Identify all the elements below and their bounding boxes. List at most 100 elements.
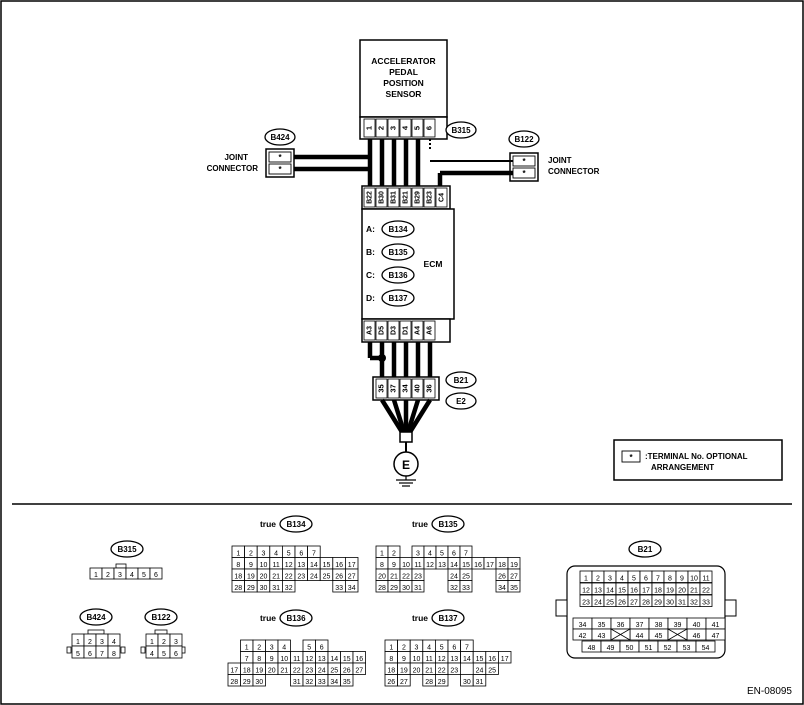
pin-number: 10 (690, 576, 698, 583)
pin-number: 44 (636, 633, 644, 640)
pin-number: 10 (402, 562, 410, 569)
ground-pin-label: 36 (424, 384, 433, 392)
pin-number: 24 (318, 668, 326, 675)
pin-number: 9 (680, 576, 684, 583)
sensor-pin-label: 1 (364, 126, 373, 130)
pin-number: 1 (245, 645, 249, 652)
pin-number: 32 (690, 600, 698, 607)
ecm-top-pin-cell (363, 187, 376, 208)
pin-number: 6 (452, 551, 456, 558)
pin-cell (705, 628, 726, 641)
pin-cell (344, 580, 359, 593)
pin-number: 35 (598, 622, 606, 629)
connector-view-label: B21 (638, 545, 653, 554)
ground-pin-cell (399, 378, 412, 399)
connector-prefix: true (412, 613, 428, 623)
pin-number: 33 (318, 679, 326, 686)
pin-number: 6 (174, 651, 178, 658)
pin-number: 45 (655, 633, 663, 640)
pin-number: 12 (305, 656, 313, 663)
pin-number: 2 (88, 639, 92, 646)
joint-right-mark-2: * (522, 169, 526, 178)
pin-number: 25 (606, 600, 614, 607)
pin-number: 14 (606, 588, 614, 595)
pin-number: 48 (588, 645, 596, 652)
legend-text-line-2: ARRANGEMENT (651, 463, 714, 472)
pin-number: 5 (440, 645, 444, 652)
pin-cell (459, 580, 473, 593)
pin-number: 4 (130, 572, 134, 579)
pin-number: 4 (112, 639, 116, 646)
pin-number: 27 (630, 600, 638, 607)
pin-number: 6 (644, 576, 648, 583)
pin-number: 12 (285, 562, 293, 569)
pin-number: 11 (414, 562, 421, 569)
ecm-connector-letter: D: (366, 293, 375, 303)
pin-number: 26 (498, 574, 506, 581)
ecm-top-pin-label: B22 (366, 191, 373, 204)
pin-number: 49 (607, 645, 615, 652)
ecm-connector-oval (381, 220, 415, 238)
pin-number: 47 (712, 633, 720, 640)
sensor-pin-cell (363, 118, 376, 138)
pin-number: 10 (280, 656, 288, 663)
pin-number: 21 (690, 588, 698, 595)
pin-number: 7 (312, 551, 316, 558)
pin-number: 17 (348, 562, 356, 569)
pin-number: 3 (270, 645, 274, 652)
ecm-connector-letter: C: (366, 270, 375, 280)
pin-number: 11 (425, 656, 432, 663)
pin-number: 39 (674, 622, 682, 629)
pin-cell (699, 594, 713, 607)
pin-number: 5 (142, 572, 146, 579)
pin-number: 41 (712, 622, 720, 629)
pin-number: 20 (413, 668, 421, 675)
ground-pin-cell (411, 378, 424, 399)
legend-text-line-1: :TERMINAL No. OPTIONAL (645, 452, 748, 461)
pin-number: 16 (488, 656, 496, 663)
pin-number: 21 (425, 668, 433, 675)
pin-number: 29 (390, 585, 398, 592)
pin-number: 29 (438, 679, 446, 686)
ecm-bottom-pin-label: A4 (414, 326, 421, 335)
pin-number: 29 (243, 679, 251, 686)
legend-box: * :TERMINAL No. OPTIONAL ARRANGEMENT (613, 439, 783, 481)
ground-b21-label: B21 (454, 376, 469, 385)
pin-number: 18 (387, 668, 395, 675)
sensor-title-line-3: POSITION (383, 78, 424, 88)
pin-number: 16 (474, 562, 482, 569)
pin-number: 33 (335, 585, 343, 592)
pin-number: 29 (654, 600, 662, 607)
pin-number: 31 (293, 679, 301, 686)
connector-view-label: B137 (438, 614, 458, 623)
pin-number: 31 (678, 600, 686, 607)
pin-number: 3 (262, 551, 266, 558)
pin-number: 53 (683, 645, 691, 652)
pin-cell (252, 674, 266, 687)
pin-number: 18 (234, 574, 242, 581)
pin-number: 9 (402, 656, 406, 663)
sensor-ecm-wires (367, 139, 443, 186)
ecm-connector-letter: A: (366, 224, 375, 234)
joint-left-label-2: CONNECTOR (207, 164, 259, 173)
ecm-top-pin-cell (411, 187, 424, 208)
pin-number: 26 (335, 574, 343, 581)
joint-connector-right: * * B122 JOINT CONNECTOR (430, 130, 600, 182)
pin-number: 9 (249, 562, 253, 569)
ecm-bottom-pin-cell (375, 320, 388, 341)
pin-number: 8 (389, 656, 393, 663)
pin-number: 9 (392, 562, 396, 569)
pin-number: 19 (247, 574, 255, 581)
pin-number: 24 (310, 574, 318, 581)
connector-view-oval (628, 540, 662, 558)
connector-prefix: true (260, 519, 276, 529)
pin-number: 30 (666, 600, 674, 607)
pin-number: 13 (297, 562, 305, 569)
